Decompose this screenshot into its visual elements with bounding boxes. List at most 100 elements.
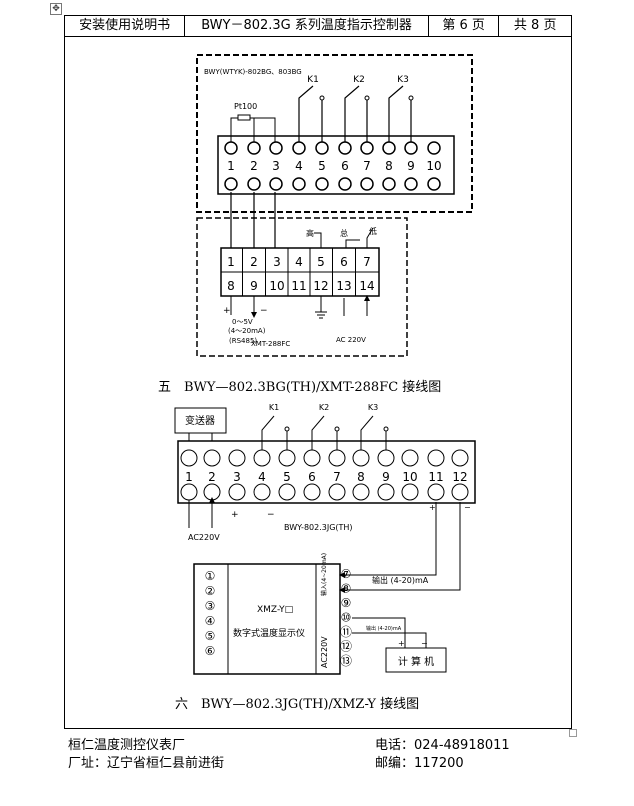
relay6-dot-K3 — [383, 426, 389, 432]
xmt-bottom-11: 11 — [291, 279, 306, 293]
t6-top-11 — [427, 449, 445, 467]
xmz-right-11: ⑪ — [340, 625, 352, 639]
plus-label: + — [231, 510, 239, 520]
alarm-contacts — [314, 227, 374, 248]
xmz-model: XMZ-Y□ — [257, 605, 293, 615]
computer-label: 计 算 机 — [398, 655, 434, 668]
t6-top-4 — [253, 449, 271, 467]
signal-range: 0～5V — [232, 318, 253, 326]
t6-top-6 — [303, 449, 321, 467]
t6-top-10 — [401, 449, 419, 467]
t6-num-12: 12 — [452, 470, 467, 484]
xmt-top-3: 3 — [273, 255, 281, 269]
terminal-top-4 — [292, 141, 306, 155]
xmz-num-5: ⑤ — [205, 629, 216, 643]
relay-dot-K2 — [364, 95, 370, 101]
xmz-box — [193, 563, 341, 675]
transmitter-label: 变送器 — [185, 414, 215, 427]
t6-bottom-5 — [278, 483, 296, 501]
xmz-input-label: 输入(4~20mA) — [320, 553, 328, 596]
terminal-top-1 — [224, 141, 238, 155]
computer-box — [385, 647, 447, 673]
relay6-dot-K2 — [334, 426, 340, 432]
xmt-bottom-14: 14 — [359, 279, 374, 293]
terminal-top-9 — [404, 141, 418, 155]
xmt-outline — [196, 217, 408, 357]
terminal-top-2 — [247, 141, 261, 155]
xmt-bottom-9: 9 — [250, 279, 258, 293]
relay-dot-K3 — [408, 95, 414, 101]
footer-company: 桓仁温度测控仪表厂 — [68, 738, 186, 753]
xmz-right-7: ⑦ — [341, 567, 352, 581]
terminal-bottom-7 — [360, 177, 374, 191]
t6-num-6: 6 — [308, 470, 316, 484]
t6-bottom-9 — [377, 483, 395, 501]
ground-icon — [315, 296, 327, 319]
t6-top-8 — [352, 449, 370, 467]
page-total: 共 8 页 — [513, 18, 557, 33]
xmz-right-13: ⑬ — [340, 654, 352, 668]
xmz-name: 数字式温度显示仪 — [233, 627, 305, 639]
transmitter-box — [174, 407, 227, 434]
page-header: 安装使用说明书 BWY－802.3G 系列温度指示控制器 第 6 页 共 8 页 — [64, 15, 572, 37]
resize-handle-icon[interactable] — [569, 729, 577, 737]
terminal-num-2: 2 — [250, 159, 258, 173]
t6-bottom-12 — [451, 483, 469, 501]
xmt-top-4: 4 — [295, 255, 303, 269]
terminal-top-8 — [382, 141, 396, 155]
terminal-top-5 — [315, 141, 329, 155]
terminal-num-7: 7 — [363, 159, 371, 173]
terminal-bottom-3 — [269, 177, 283, 191]
t6-bottom-10 — [401, 483, 419, 501]
pt100-resistor-icon — [237, 114, 251, 121]
t6-top-12 — [451, 449, 469, 467]
xmt-bottom-12: 12 — [313, 279, 328, 293]
terminal-bottom-9 — [404, 177, 418, 191]
terminal-bottom-4 — [292, 177, 306, 191]
t6-num-5: 5 — [283, 470, 291, 484]
sensor-connections — [230, 192, 276, 248]
xmt-top-7: 7 — [363, 255, 371, 269]
signal-range-ma: (4～20mA) — [228, 327, 266, 335]
controller-outline — [196, 54, 473, 213]
figure6-caption: 六 BWY—802.3JG(TH)/XMZ-Y 接线图 — [175, 697, 420, 712]
xmz-right-9: ⑨ — [341, 596, 352, 610]
relay6-label-K2: K2 — [319, 403, 329, 412]
footer-phone: 电话：024-48918011 — [375, 738, 510, 753]
ac-input-arrows — [343, 298, 367, 316]
t6-num-11: 11 — [428, 470, 443, 484]
relay6-dot-K1 — [284, 426, 290, 432]
relay-label-K2: K2 — [353, 75, 365, 85]
terminal-top-10 — [427, 141, 441, 155]
terminal-num-4: 4 — [295, 159, 303, 173]
xmt-top-6: 6 — [340, 255, 348, 269]
terminal-strip-2 — [177, 440, 476, 504]
computer-plus: + — [398, 639, 405, 648]
table-anchor-icon[interactable]: ✥ — [50, 3, 62, 15]
xmt-bottom-10: 10 — [269, 279, 284, 293]
sensor-label: Pt100 — [234, 102, 257, 111]
out-minus: − — [464, 503, 471, 512]
xmt-top-5: 5 — [317, 255, 325, 269]
xmt-top-1: 1 — [227, 255, 235, 269]
xmt-top-2: 2 — [250, 255, 258, 269]
t6-top-5 — [278, 449, 296, 467]
terminal-num-3: 3 — [272, 159, 280, 173]
t6-bottom-8 — [352, 483, 370, 501]
alarm-high: 高 — [306, 228, 314, 238]
output-label-2: 输出 (4-20)mA — [366, 625, 402, 632]
terminal-bottom-2 — [247, 177, 261, 191]
terminal-num-1: 1 — [227, 159, 235, 173]
xmz-num-4: ④ — [205, 614, 216, 628]
t6-num-4: 4 — [258, 470, 266, 484]
terminal-top-3 — [269, 141, 283, 155]
xmz-ac-vertical: AC220V — [320, 636, 329, 668]
page-frame — [64, 37, 572, 729]
t6-bottom-11 — [427, 483, 445, 501]
terminal-top-7 — [360, 141, 374, 155]
